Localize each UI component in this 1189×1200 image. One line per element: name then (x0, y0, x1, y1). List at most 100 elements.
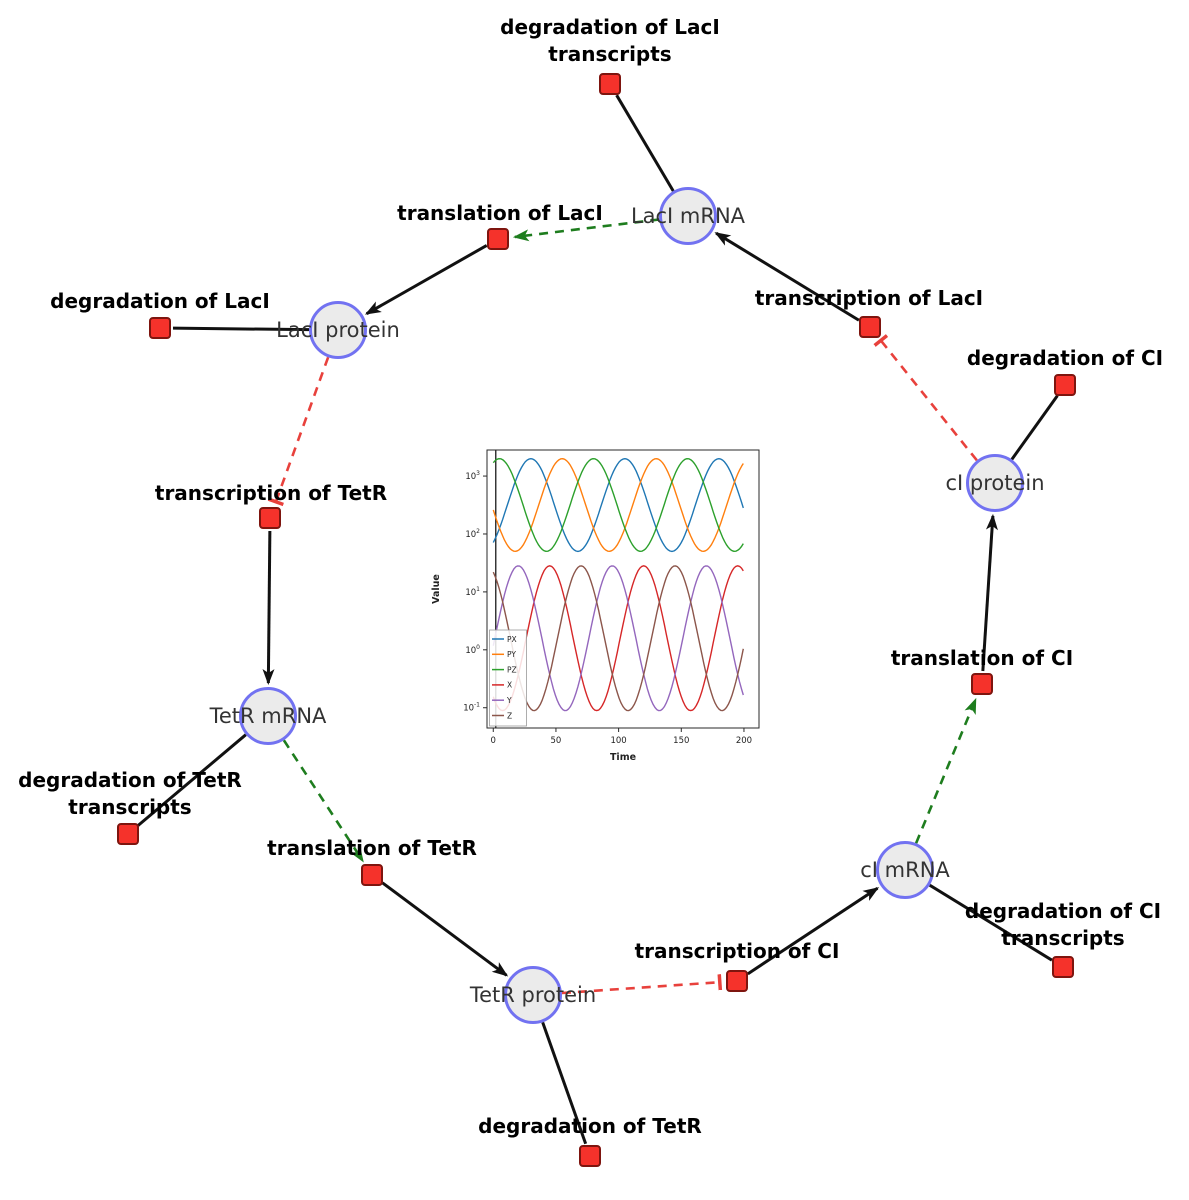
chart-series-Y (492, 565, 744, 712)
chart-series-PZ (492, 458, 744, 553)
transcription-laci-label: transcription of LacI (755, 285, 983, 312)
deg-ci-transcripts-label-line: degradation of CI (964, 899, 1162, 923)
chart-y-tick-label: 10-1 (463, 702, 480, 714)
chart-y-tick-label: 103 (465, 470, 480, 482)
translation-laci-reaction-node[interactable] (487, 228, 509, 250)
edge-tetr-protein--deg-tetr (541, 1021, 588, 1145)
edge-tetr-mrna--translation-tetr (282, 739, 364, 863)
edge-laci-protein--deg-laci (172, 326, 310, 332)
ci-protein-node[interactable] (966, 454, 1024, 512)
translation-tetr-label-line: translation of TetR (267, 835, 477, 860)
deg-ci-label-line: degradation of CI (966, 345, 1164, 370)
chart-plot-background (487, 450, 759, 728)
deg-ci-transcripts-reaction-node[interactable] (1052, 956, 1074, 978)
laci-mrna-node[interactable] (659, 187, 717, 245)
chart-series-PY (492, 458, 744, 553)
translation-laci-label: translation of LacI (397, 200, 603, 227)
deg-ci-reaction-node[interactable] (1054, 374, 1076, 396)
translation-ci-reaction-node[interactable] (971, 673, 993, 695)
edge-ci-protein--transcription-laci (873, 334, 978, 462)
edge-laci-mrna--translation-laci (512, 218, 660, 242)
chart-legend-label-Z: Z (507, 711, 512, 720)
chart-legend-label-PZ: PZ (507, 665, 517, 674)
deg-laci-transcripts-reaction-node[interactable] (599, 73, 621, 95)
translation-ci-label-line: translation of CI (890, 645, 1074, 670)
chart-series-Z (492, 565, 744, 712)
edge-transcription-laci--laci-mrna (714, 231, 860, 322)
edge-tetr-protein--transcription-ci (561, 974, 723, 995)
laci-protein-node[interactable] (309, 301, 367, 359)
deg-ci-transcripts-label-line: transcripts (1001, 926, 1125, 950)
chart-axes-box (486, 449, 760, 729)
deg-ci-transcripts-label: degradation of CI transcripts (965, 898, 1161, 952)
chart-x-tick-label: 100 (610, 736, 626, 746)
deg-ci-label: degradation of CI (967, 345, 1163, 372)
deg-tetr-reaction-node[interactable] (579, 1145, 601, 1167)
translation-tetr-reaction-node[interactable] (361, 864, 383, 886)
chart-legend-label-PX: PX (507, 635, 517, 644)
deg-laci-transcripts-label-line: degradation of LacI (500, 15, 720, 39)
chart-x-axis-label: Time (610, 752, 636, 760)
transcription-ci-label: transcription of CI (635, 938, 840, 965)
chart-y-tick-label: 100 (465, 644, 480, 656)
transcription-laci-reaction-node[interactable] (859, 316, 881, 338)
edge-translation-ci--ci-protein (981, 513, 998, 672)
ci-mrna-node[interactable] (876, 841, 934, 899)
transcription-tetr-reaction-node[interactable] (259, 507, 281, 529)
edge-tetr-mrna--deg-tetr-transcripts (136, 733, 247, 827)
chart-legend-label-X: X (507, 681, 512, 690)
chart-series-PX (492, 458, 744, 553)
edge-translation-laci--laci-protein (364, 244, 488, 315)
edges-group (136, 94, 1059, 1145)
ci-protein-label: cI protein (945, 471, 1045, 495)
chart-legend-box (489, 629, 527, 727)
chart-x-tick-label: 50 (551, 736, 562, 746)
chart-legend-label-PY: PY (507, 650, 516, 659)
tetr-mrna-label: TetR mRNA (209, 704, 327, 728)
edge-laci-mrna--deg-laci-transcripts (615, 94, 675, 192)
chart-y-axis-label: Value (431, 574, 442, 604)
chart-x-tick-label: 0 (491, 736, 496, 746)
chart-legend: PX PY PZ XYZ (489, 629, 527, 727)
chart-y-tick-label: 101 (465, 586, 480, 598)
laci-protein-label: LacI protein (276, 318, 400, 342)
laci-mrna-label: LacI mRNA (630, 204, 746, 228)
deg-tetr-transcripts-label: degradation of TetR transcripts (18, 767, 242, 821)
transcription-tetr-label-line: transcription of TetR (154, 480, 388, 505)
tetr-mrna-node[interactable] (239, 687, 297, 745)
edge-transcription-ci--ci-mrna (747, 886, 880, 976)
deg-tetr-label-line: degradation of TetR (478, 1113, 702, 1138)
transcription-ci-reaction-node[interactable] (726, 970, 748, 992)
translation-tetr-label: translation of TetR (267, 835, 477, 862)
deg-laci-reaction-node[interactable] (149, 317, 171, 339)
translation-ci-label: translation of CI (891, 645, 1073, 672)
edge-ci-mrna--deg-ci-transcripts (928, 883, 1053, 962)
chart-x-tick-label: 200 (736, 736, 752, 746)
tetr-protein-node[interactable] (504, 966, 562, 1024)
chart-series-X (492, 565, 744, 712)
deg-laci-label: degradation of LacI (50, 288, 270, 315)
deg-tetr-transcripts-label-line: transcripts (68, 795, 192, 819)
translation-laci-label-line: translation of LacI (397, 200, 603, 225)
edge-ci-protein--deg-ci (1010, 394, 1059, 461)
transcription-laci-label-line: transcription of LacI (754, 285, 984, 310)
deg-tetr-transcripts-label-line: degradation of TetR (18, 768, 242, 792)
transcription-ci-label-line: transcription of CI (634, 938, 840, 963)
chart-x-tick-label: 150 (673, 736, 689, 746)
deg-tetr-transcripts-reaction-node[interactable] (117, 823, 139, 845)
chart-y-tick-label: 102 (465, 528, 480, 540)
transcription-tetr-label: transcription of TetR (155, 480, 387, 507)
chart-legend-label-Y: Y (506, 696, 512, 705)
deg-laci-label-line: degradation of LacI (50, 288, 270, 313)
ci-mrna-label: cI mRNA (860, 858, 950, 882)
edge-ci-mrna--translation-ci (914, 697, 977, 844)
deg-tetr-label: degradation of TetR (478, 1113, 702, 1140)
tetr-protein-label: TetR protein (469, 983, 597, 1007)
edge-transcription-tetr--tetr-mrna (262, 530, 275, 686)
edge-laci-protein--transcription-tetr (267, 356, 330, 507)
